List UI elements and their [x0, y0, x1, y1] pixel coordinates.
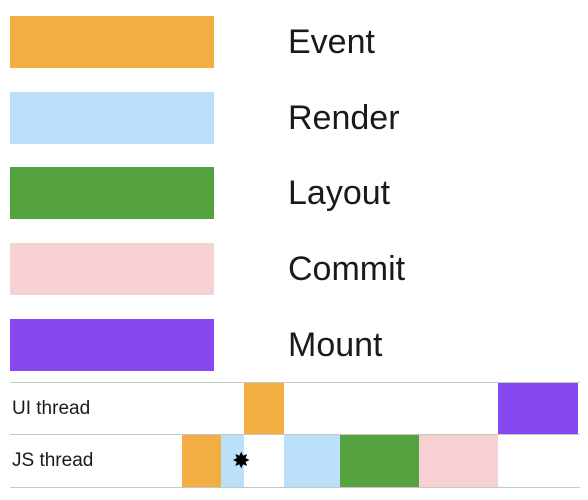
layout-swatch [10, 167, 214, 219]
mount-label: Mount [288, 326, 383, 364]
ui-thread-label: UI thread [12, 398, 91, 419]
render-swatch [10, 92, 214, 144]
mount-swatch [10, 319, 214, 371]
js-thread-render-block-1 [221, 435, 244, 487]
legend-item-layout: Layout [0, 167, 588, 219]
legend-item-mount: Mount [0, 319, 588, 371]
thread-timeline: UI thread JS thread ✸ [0, 382, 588, 500]
starburst-icon: ✸ [232, 448, 251, 473]
event-swatch [10, 16, 214, 68]
commit-label: Commit [288, 250, 406, 288]
legend: Event Render Layout Commit Mount [0, 16, 588, 371]
js-thread-render-block-2 [284, 435, 340, 487]
legend-item-render: Render [0, 92, 588, 144]
timeline-middle-line [10, 434, 580, 435]
legend-item-event: Event [0, 16, 588, 68]
commit-swatch [10, 243, 214, 295]
layout-label: Layout [288, 174, 391, 212]
render-label: Render [288, 99, 400, 137]
ui-thread-mount-block [498, 383, 578, 434]
js-thread-commit-block [419, 435, 498, 487]
event-label: Event [288, 23, 375, 61]
ui-thread-event-block [244, 383, 284, 434]
js-thread-event-block [182, 435, 221, 487]
js-thread-label: JS thread [12, 450, 94, 471]
timeline-top-line [10, 382, 580, 383]
timeline-bottom-line [10, 487, 580, 488]
legend-item-commit: Commit [0, 243, 588, 295]
js-thread-layout-block [340, 435, 419, 487]
